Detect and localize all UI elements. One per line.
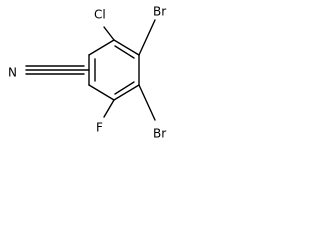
atom-label-nitrogen: N xyxy=(8,66,17,80)
bond-to-bromine-bottom xyxy=(138,84,156,121)
structure-canvas: N Cl Br Br F xyxy=(0,0,179,155)
atom-label-bromine-bottom: Br xyxy=(153,127,166,141)
atom-label-chlorine: Cl xyxy=(94,8,106,22)
atom-label-bromine-top: Br xyxy=(153,5,166,19)
bond-to-bromine-top xyxy=(138,19,156,56)
atom-label-fluorine: F xyxy=(96,121,103,135)
ring-bond-c2-c3 xyxy=(113,39,140,56)
bond-to-chlorine xyxy=(103,26,115,41)
ring-double-bond-c4-c5 xyxy=(114,81,135,95)
ring-bond-c5-c6 xyxy=(88,84,115,101)
ring-double-bond-c2-c3 xyxy=(114,45,135,59)
benzene-ring xyxy=(88,39,140,101)
bond-to-fluorine xyxy=(103,99,115,118)
substituent-bonds xyxy=(25,19,156,121)
ring-bond-c1-c2 xyxy=(88,39,115,56)
ring-bond-c4-c5 xyxy=(113,84,140,101)
chemical-structure: N Cl Br Br F xyxy=(8,5,166,141)
